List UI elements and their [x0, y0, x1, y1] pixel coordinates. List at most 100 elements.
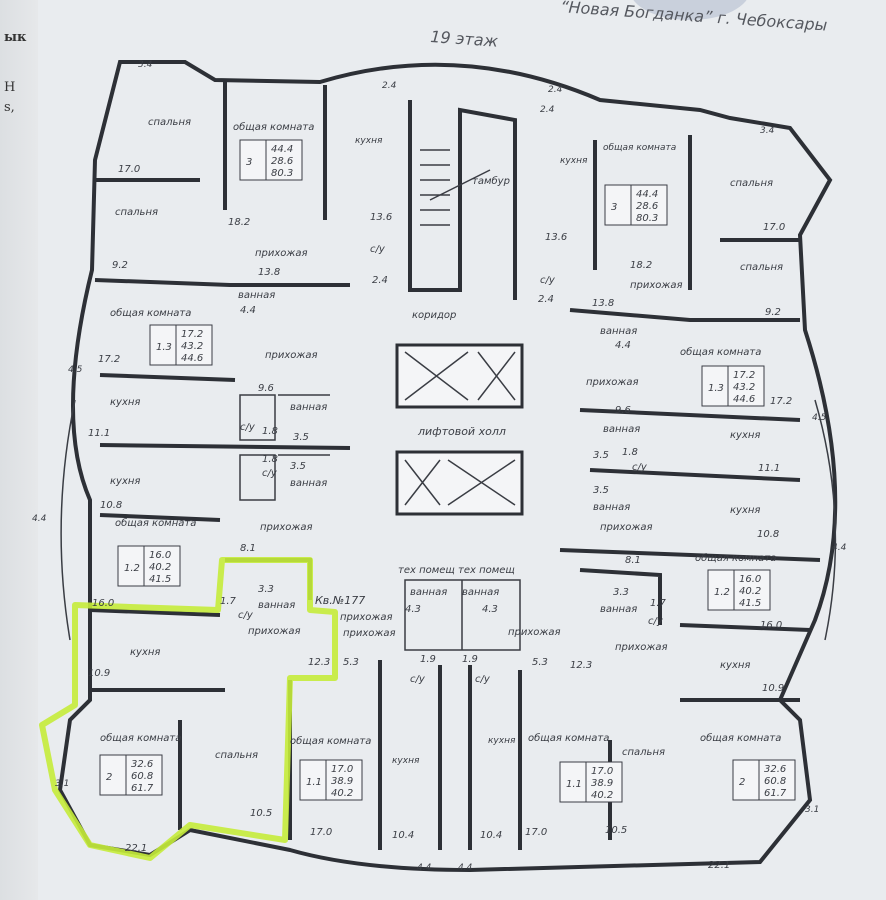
- area-value: 44.6: [733, 394, 755, 405]
- room-label: прихожая: [343, 628, 396, 639]
- room-label: кухня: [730, 430, 760, 441]
- apartment-info-box: 1.117.038.940.2: [299, 759, 363, 801]
- room-label: общая комната: [233, 121, 314, 133]
- area-value: 44.4: [636, 189, 658, 200]
- apartment-info-box: 344.428.680.3: [239, 139, 303, 181]
- info-box-frame: [559, 761, 623, 803]
- room-label: 3.4: [138, 60, 153, 70]
- room-label: с/у: [475, 674, 491, 685]
- apartment-info-box: 1.216.040.241.5: [117, 545, 181, 587]
- room-label: спальня: [215, 750, 258, 761]
- apartment-info-box: 232.660.861.7: [99, 754, 163, 796]
- room-label: прихожая: [260, 522, 313, 533]
- room-label: 3.1: [805, 805, 819, 815]
- room-label: спальня: [740, 262, 783, 273]
- room-label: с/у: [648, 616, 664, 627]
- room-label: 13.6: [545, 232, 567, 243]
- room-label: общая комната: [110, 307, 191, 319]
- room-count: 3: [611, 202, 617, 213]
- room-label: 13.8: [592, 298, 614, 309]
- room-label: 18.2: [630, 260, 652, 271]
- area-value: 28.6: [271, 156, 293, 167]
- room-label: кухня: [392, 756, 420, 766]
- room-label: прихожая: [340, 612, 393, 623]
- room-label: 10.4: [480, 830, 502, 841]
- apartment-177-highlight: [39, 557, 338, 861]
- room-label: общая комната: [290, 735, 371, 747]
- area-value: 43.2: [733, 382, 755, 393]
- room-count: 2: [739, 777, 745, 788]
- room-label: 4.4: [32, 514, 47, 524]
- room-label: 3.5: [593, 450, 609, 461]
- area-value: 32.6: [131, 759, 153, 770]
- room-label: 4.3: [482, 604, 498, 615]
- apartment-info-box: 1.3 17.243.244.6: [701, 365, 765, 407]
- room-label: 11.1: [88, 428, 110, 439]
- room-label: 1.7: [650, 598, 667, 609]
- room-label: 10.5: [605, 825, 627, 836]
- room-label: ванная: [290, 478, 327, 489]
- room-label: 4.3: [405, 604, 421, 615]
- room-label: кухня: [110, 397, 140, 408]
- room-label: 10.8: [757, 529, 779, 540]
- room-label: 22.1: [708, 860, 730, 871]
- room-label: ванная: [593, 502, 630, 513]
- room-label: общая комната: [100, 732, 181, 744]
- area-value: 60.8: [131, 771, 153, 782]
- apartment-info-box: 1.216.040.241.5: [707, 569, 771, 611]
- room-label: 3.4: [760, 126, 775, 136]
- area-value: 17.2: [733, 370, 755, 381]
- area-value: 43.2: [181, 341, 203, 352]
- room-label: 4.5: [812, 413, 827, 423]
- room-label: прихожая: [600, 522, 653, 533]
- room-label: 16.0: [92, 598, 114, 609]
- room-label: 1.9: [420, 654, 436, 665]
- room-label: спальня: [115, 207, 158, 218]
- room-label: тех помещ: [458, 565, 515, 576]
- room-label: прихожая: [255, 248, 308, 259]
- room-label: 2.4: [538, 294, 554, 305]
- apartment-number-label: Кв.№177: [315, 594, 365, 607]
- room-label: 10.8: [100, 500, 122, 511]
- room-label: 9.6: [615, 405, 631, 416]
- room-label: 1.8: [622, 447, 638, 458]
- room-label: кухня: [720, 660, 750, 671]
- room-count: 2: [106, 772, 112, 783]
- area-value: 28.6: [636, 201, 658, 212]
- adjacent-page-edge: ык Н s,: [0, 0, 38, 900]
- room-label: коридор: [412, 310, 456, 321]
- room-label: 3.5: [593, 485, 609, 496]
- room-label: 2.4: [540, 105, 555, 115]
- area-value: 17.0: [331, 764, 353, 775]
- room-label: 12.3: [308, 657, 330, 668]
- room-label: тамбур: [472, 175, 510, 187]
- info-box-frame: [149, 324, 213, 366]
- info-box-frame: [299, 759, 363, 801]
- room-count: 1.3: [708, 383, 724, 394]
- area-value: 40.2: [739, 586, 761, 597]
- room-label: с/у: [238, 610, 254, 621]
- area-value: 61.7: [764, 788, 787, 799]
- room-label: с/у: [410, 674, 426, 685]
- room-label: 8.1: [240, 543, 256, 554]
- room-label: прихожая: [265, 350, 318, 361]
- room-label: лифтовой холл: [417, 425, 506, 438]
- room-label: 17.0: [310, 827, 332, 838]
- room-label: 4.4: [417, 863, 432, 873]
- area-value: 60.8: [764, 776, 786, 787]
- room-label: прихожая: [615, 642, 668, 653]
- apartment-info-box: 232.660.861.7: [732, 759, 796, 801]
- room-label: 8.1: [625, 555, 641, 566]
- area-value: 16.0: [149, 550, 171, 561]
- room-label: с/у: [540, 275, 556, 286]
- room-label: 4.4: [240, 305, 256, 316]
- room-label: 2.4: [382, 81, 397, 91]
- info-box-frame: [117, 545, 181, 587]
- room-label: 3.1: [55, 779, 69, 789]
- area-value: 80.3: [271, 168, 293, 179]
- info-box-frame: [604, 184, 668, 226]
- room-label: прихожая: [630, 280, 683, 291]
- room-label: спальня: [148, 117, 191, 128]
- room-label: прихожая: [248, 626, 301, 637]
